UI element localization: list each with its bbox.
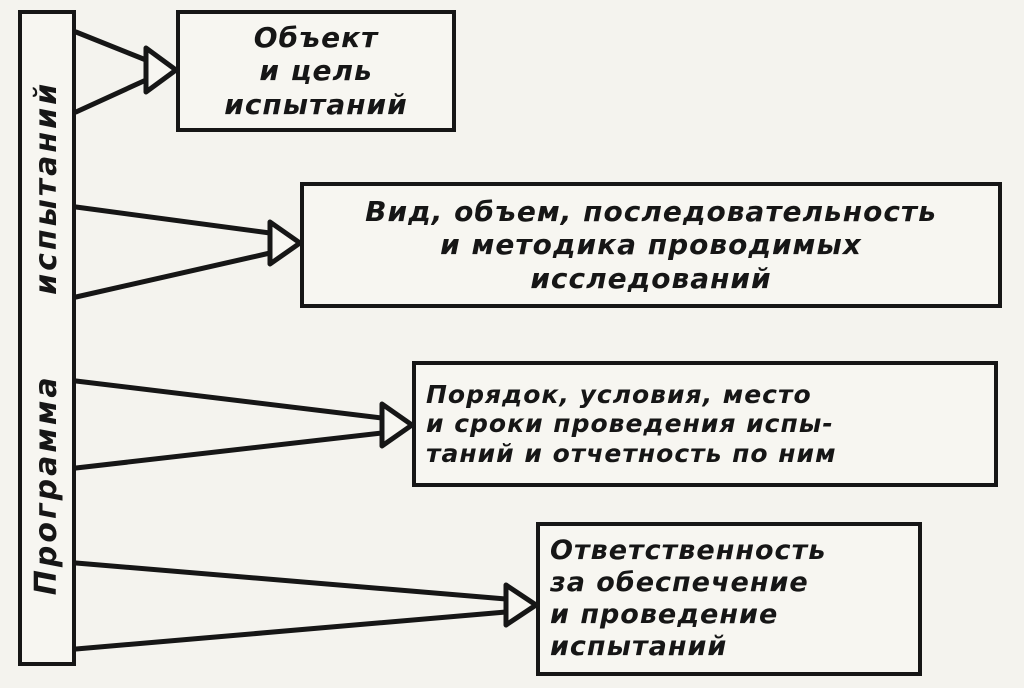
node-order-conditions-place-label: Порядок, условия, место и сроки проведен… [426,379,837,468]
node-order-conditions-place: Порядок, условия, место и сроки проведен… [412,361,998,487]
node-object-and-goal: Объект и цель испытаний [176,10,456,132]
root-program-box [18,10,76,666]
arrow-to-node-4 [73,560,539,652]
node-responsibility: Ответственность за обеспечение и проведе… [536,522,922,676]
node-type-scope-method-label: Вид, объем, последовательность и методик… [365,195,937,295]
node-type-scope-method: Вид, объем, последовательность и методик… [300,182,1002,308]
arrow-to-node-3 [73,378,415,471]
node-responsibility-label: Ответственность за обеспечение и проведе… [550,535,827,662]
arrow-to-node-2 [73,204,303,300]
root-program-label: Программа испытаний [29,80,64,596]
node-object-and-goal-label: Объект и цель испытаний [224,21,408,121]
arrow-to-node-1 [73,29,179,115]
